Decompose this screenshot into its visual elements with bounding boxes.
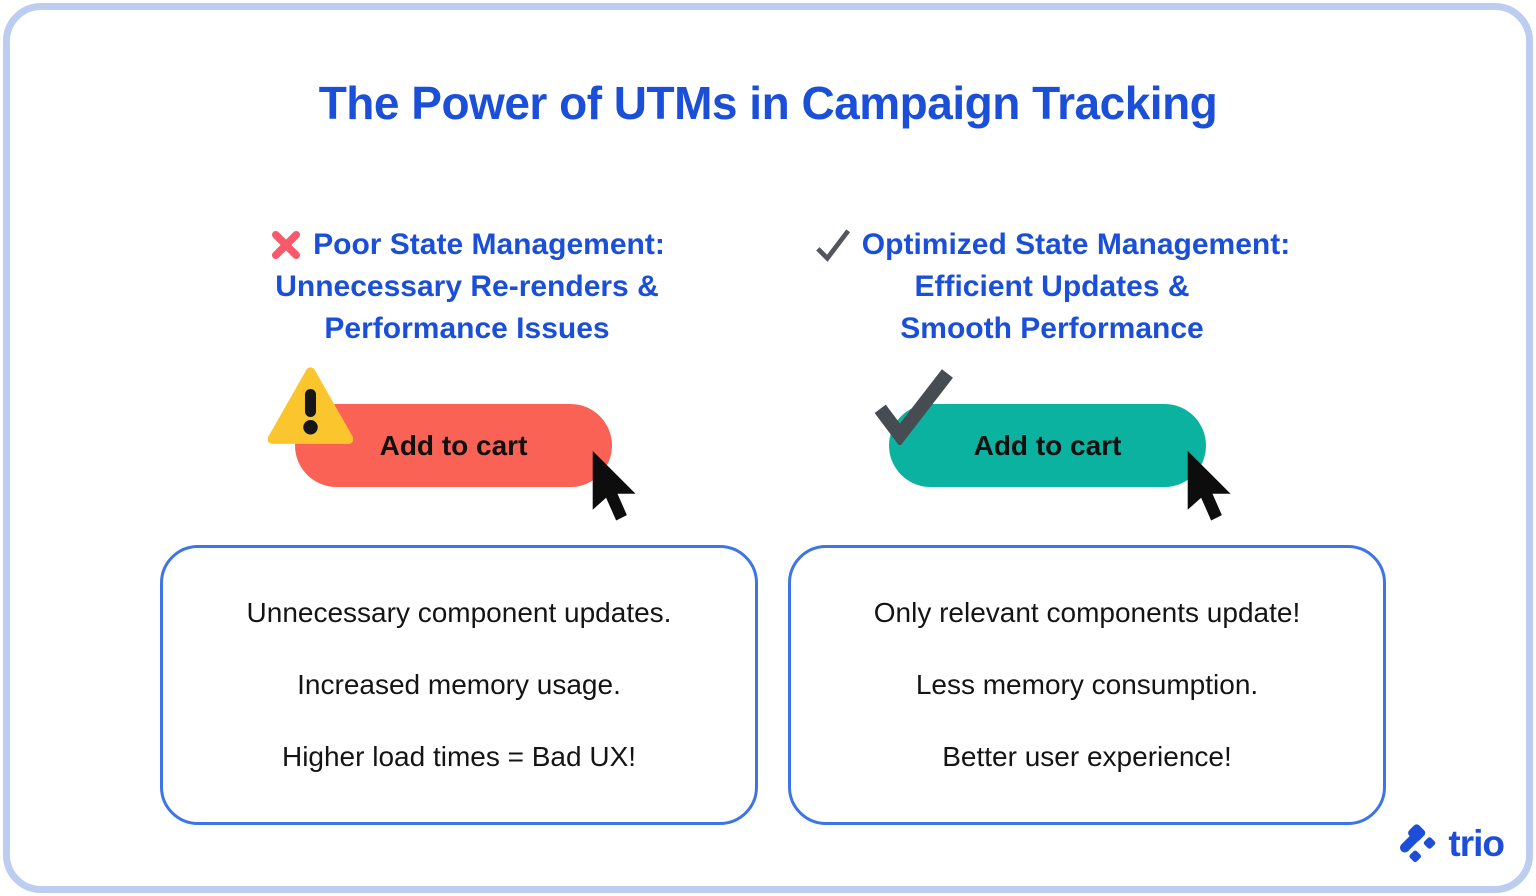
trio-logo-text: trio bbox=[1448, 822, 1505, 864]
add-to-cart-label: Add to cart bbox=[973, 429, 1122, 461]
heading-optimized-text1: Optimized State Management: bbox=[861, 228, 1291, 261]
heading-optimized-text3: Smooth Performance bbox=[900, 312, 1204, 345]
cross-icon bbox=[269, 228, 303, 262]
poor-state-points-box: Unnecessary component updates. Increased… bbox=[160, 545, 758, 825]
trio-logo-icon bbox=[1399, 822, 1441, 864]
optimized-point-3: Better user experience! bbox=[942, 741, 1232, 772]
page-title: The Power of UTMs in Campaign Tracking bbox=[318, 77, 1218, 129]
optimized-state-points-box: Only relevant components update! Less me… bbox=[788, 545, 1386, 825]
heading-poor-state: Poor State Management: Unnecessary Re-re… bbox=[157, 224, 777, 350]
heading-poor-line1: Poor State Management: bbox=[157, 224, 777, 266]
add-to-cart-button-optimized[interactable]: Add to cart bbox=[889, 404, 1206, 487]
poor-point-1: Unnecessary component updates. bbox=[246, 597, 672, 628]
add-to-cart-button-poor[interactable]: Add to cart bbox=[295, 404, 612, 487]
heading-optimized-state: Optimized State Management: Efficient Up… bbox=[742, 224, 1362, 350]
optimized-point-1: Only relevant components update! bbox=[873, 597, 1301, 628]
heading-poor-text1: Poor State Management: bbox=[313, 228, 665, 261]
poor-point-3: Higher load times = Bad UX! bbox=[281, 741, 637, 772]
add-to-cart-label: Add to cart bbox=[379, 429, 528, 461]
check-icon bbox=[814, 227, 852, 263]
heading-poor-text3: Performance Issues bbox=[324, 312, 610, 345]
poor-point-2: Increased memory usage. bbox=[297, 669, 621, 700]
heading-poor-text2: Unnecessary Re-renders & bbox=[275, 270, 659, 303]
optimized-point-2: Less memory consumption. bbox=[915, 669, 1259, 700]
heading-optimized-text2: Efficient Updates & bbox=[914, 270, 1190, 303]
heading-optimized-line1: Optimized State Management: bbox=[742, 224, 1362, 266]
trio-logo: trio bbox=[1399, 822, 1505, 864]
